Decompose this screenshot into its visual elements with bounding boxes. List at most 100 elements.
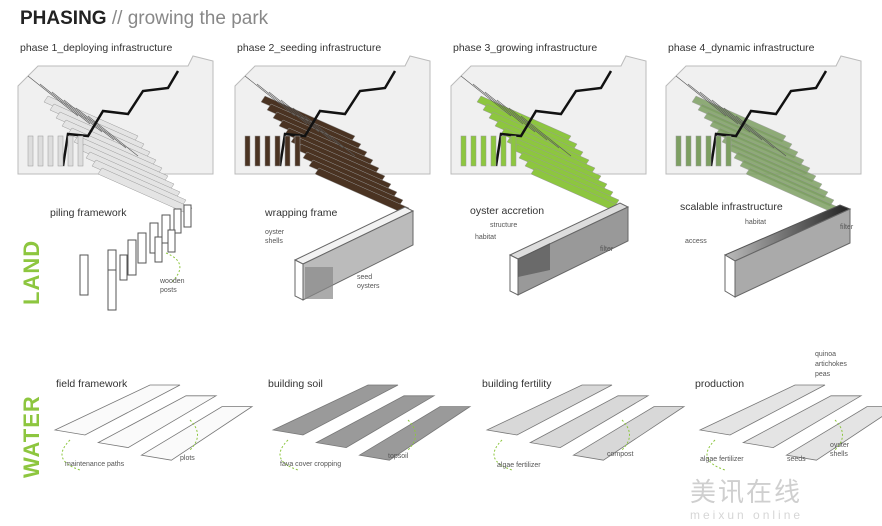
page-title: PHASING // growing the park [20, 8, 269, 29]
hatch-line [244, 75, 296, 117]
leader-line [279, 439, 299, 471]
land-row-label: LAND [19, 239, 44, 305]
edge-post [254, 135, 261, 167]
note-filter: filter [600, 246, 614, 253]
note-access: access [685, 238, 707, 245]
edge-post [37, 135, 44, 167]
note-plots: plots [180, 455, 195, 462]
note-habitat: habitat [475, 234, 497, 241]
edge-post [244, 135, 251, 167]
panel-title: oyster accretion [470, 205, 545, 217]
note-peas: peas [815, 371, 831, 378]
water-field-framework: field framework maintenance paths plots [50, 370, 265, 480]
note-algae-fertilizer: algae fertilizer [497, 462, 541, 469]
water-building-fertility: building fertility algae fertilizer comp… [482, 370, 697, 480]
wrapping-frame-drawing [293, 206, 415, 301]
field-strip [53, 384, 181, 436]
panel-title: scalable infrastructure [680, 201, 783, 213]
field-strip [528, 395, 650, 449]
phase-2-plan [234, 55, 450, 215]
leader-line [706, 439, 726, 471]
edge-post [470, 135, 477, 167]
edge-post [284, 135, 291, 167]
edge-post [705, 135, 712, 167]
hatch-line [460, 75, 512, 117]
field-strip [314, 395, 436, 449]
edge-post [77, 135, 84, 167]
hatch-line [508, 107, 560, 149]
note-fava-cover-cropping: fava cover cropping [280, 461, 342, 468]
note-oyster-shells: oyster shells [265, 229, 285, 245]
edge-post [57, 135, 64, 167]
field-strip [741, 395, 863, 449]
hatch-line [472, 83, 524, 125]
phase-3-plan [450, 55, 666, 215]
edge-post [27, 135, 34, 167]
edge-post [675, 135, 682, 167]
note-topsoil: topsoil [388, 453, 409, 460]
edge-post [725, 135, 732, 167]
hatch-line [292, 107, 344, 149]
note-oyster-shells: oyster shells [830, 442, 850, 458]
note-habitat: habitat [745, 219, 767, 226]
phase-4-label: phase 4_dynamic infrastructure [668, 42, 815, 54]
leader-line [189, 419, 198, 451]
boundary-path [61, 70, 180, 167]
panel-title: building soil [268, 378, 323, 390]
hatch-line [256, 83, 308, 125]
hatch-line [675, 75, 727, 117]
phase-4-plan [665, 55, 881, 215]
boundary-path [494, 70, 613, 167]
watermark: 美讯在线 [690, 477, 803, 507]
oyster-accretion-drawing [508, 202, 630, 296]
panel-title: production [695, 378, 745, 390]
land-oyster-accretion: oyster accretion structure habitat filte… [470, 195, 685, 325]
note-compost: compost [607, 451, 634, 458]
production-drawing [698, 384, 882, 471]
panel-title: building fertility [482, 378, 552, 390]
leader-line [407, 419, 416, 451]
edge-post [460, 135, 467, 167]
field-strip [271, 384, 399, 436]
edge-post [67, 135, 74, 167]
field-strip [785, 406, 882, 461]
boundary-path [709, 70, 828, 167]
edge-post [264, 135, 271, 167]
edge-post [47, 135, 54, 167]
hatch-line [75, 107, 127, 149]
land-wrapping-frame: wrapping frame oyster shells seed oyster… [265, 195, 480, 325]
panel-title: wrapping frame [265, 207, 338, 219]
note-wooden-posts: wooden posts [160, 278, 185, 294]
edge-post [685, 135, 692, 167]
field-strip [96, 395, 218, 449]
field-strip [140, 406, 254, 461]
note-structure: structure [490, 222, 518, 229]
note-seeds: seeds [787, 456, 806, 463]
land-piling-framework: piling framework wooden posts [50, 195, 265, 325]
water-building-soil: building soil fava cover cropping topsoi… [268, 370, 483, 480]
edge-post [294, 135, 301, 167]
leader-line [61, 439, 81, 471]
leader-line [834, 419, 843, 451]
hatch-line [63, 99, 115, 141]
edge-post [695, 135, 702, 167]
piling-posts-drawing [79, 204, 192, 311]
phase-1-plan [17, 55, 233, 215]
note-artichokes: artichokes [815, 361, 847, 368]
hatch-line [39, 83, 91, 125]
edge-post [715, 135, 722, 167]
hatch-line [27, 75, 79, 117]
field-strip [698, 384, 826, 436]
building-fertility-drawing [485, 384, 686, 471]
field-strip [572, 406, 686, 461]
field-framework-drawing [53, 384, 254, 471]
boundary-path [278, 70, 397, 167]
hatch-line [496, 99, 548, 141]
hatch-line [687, 83, 739, 125]
hatch-line [711, 99, 763, 141]
panel-title: piling framework [50, 207, 127, 219]
phase-3-label: phase 3_growing infrastructure [453, 42, 598, 54]
note-algae-fertilizer: algae fertilizer [700, 456, 744, 463]
edge-post [480, 135, 487, 167]
note-filter: filter [840, 224, 854, 231]
